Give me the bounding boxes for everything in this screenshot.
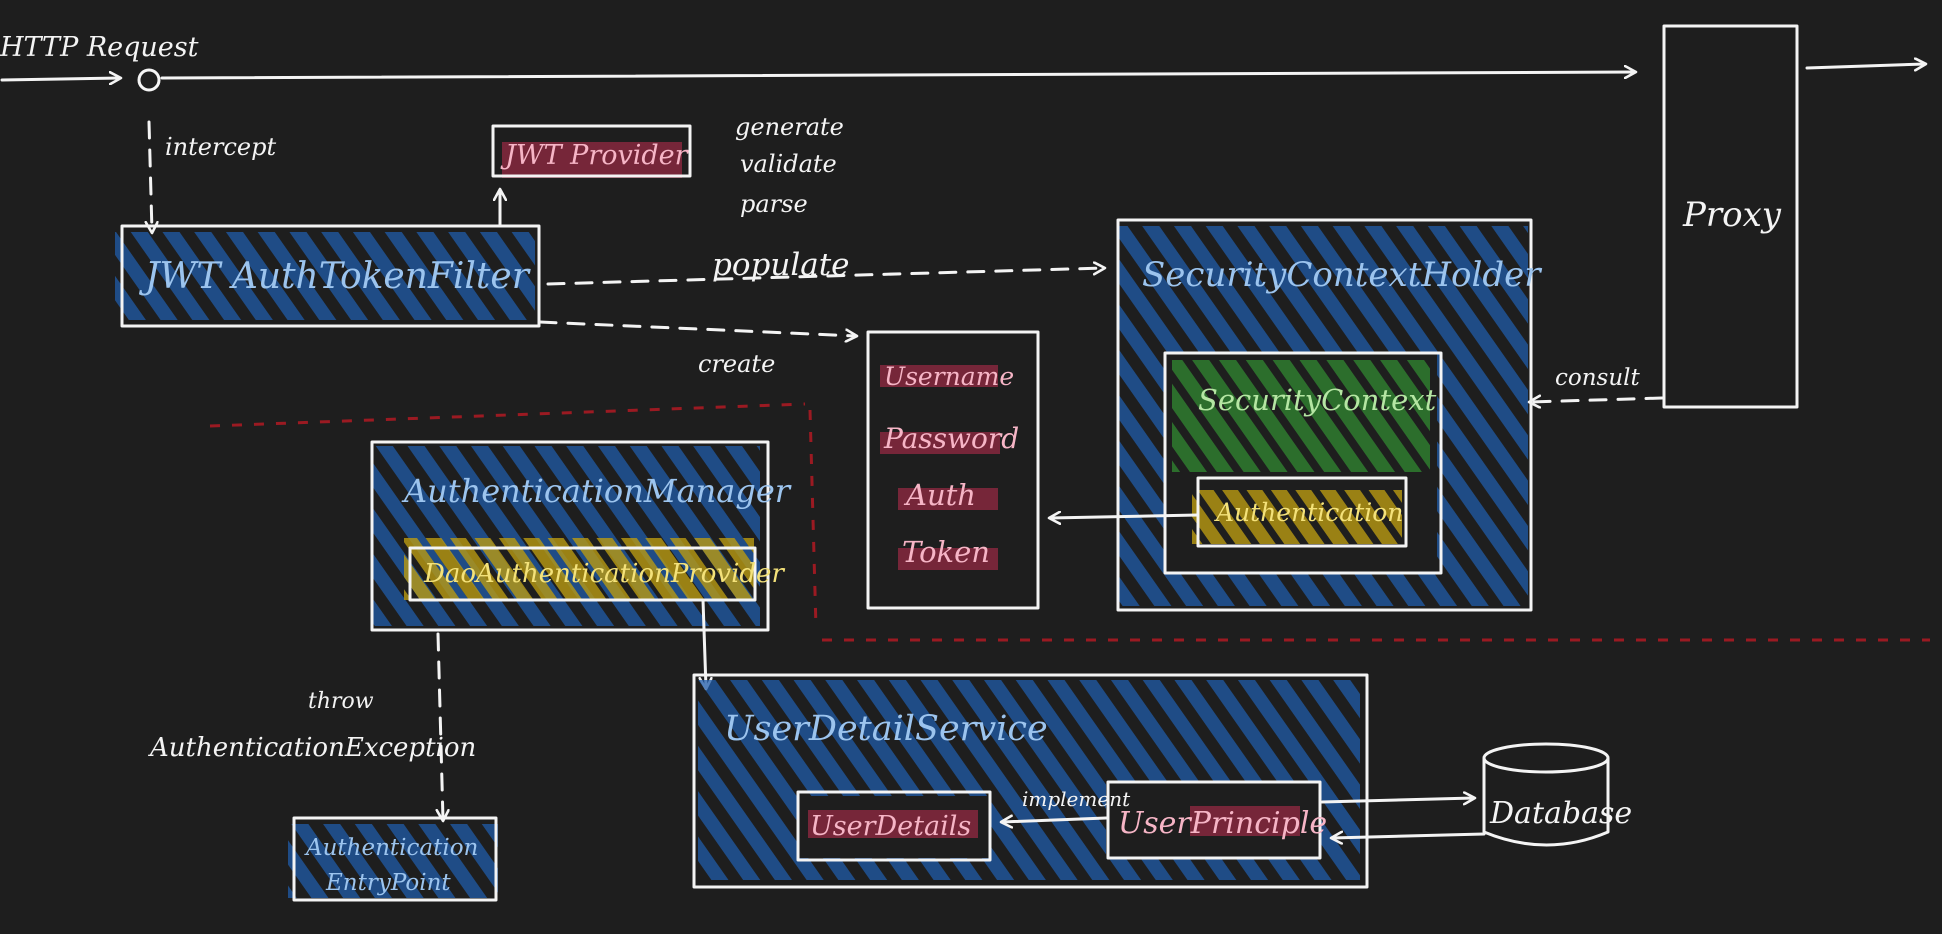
authentication-manager-node: AuthenticationManager DaoAuthenticationP… [370,440,792,632]
field-token: Token [902,535,990,569]
authentication-node: Authentication [1192,476,1408,548]
security-context-node: SecurityContext Authentication [1163,351,1443,575]
field-auth: Auth [903,478,976,512]
populate-label: populate [712,247,850,283]
user-principle-node: UserPrinciple [1106,780,1327,860]
dao-provider-label: DaoAuthenticationProvider [423,559,785,589]
provider-to-service-arrow [703,598,706,688]
security-context-label: SecurityContext [1198,383,1437,417]
create-label: create [698,350,775,378]
intercept-arrow [149,120,152,232]
proxy-node: Proxy [1662,24,1799,409]
jwt-provider-node: JWT Provider [491,124,692,178]
implement-arrow [1002,818,1108,822]
user-detail-service-node: UserDetailService UserDetails UserPrinci… [692,673,1369,889]
method-parse: parse [740,190,808,218]
consult-label: consult [1555,365,1641,391]
user-details-highlight [808,810,978,838]
user-details-node: UserDetails [796,790,992,862]
password-highlight [880,432,1000,454]
boundary-line-upper [209,402,806,428]
field-username: Username [884,362,1014,391]
authentication-label: Authentication [1214,498,1403,527]
user-principle-highlight [1190,806,1300,836]
interceptor-node [137,68,161,92]
method-validate: validate [740,150,837,178]
authentication-to-token-arrow [1050,515,1200,518]
entry-point-line-1: Authentication [304,835,478,861]
token-highlight [898,548,998,570]
jwt-auth-token-filter-node: JWT AuthTokenFilter [115,224,541,328]
method-generate: generate [735,113,844,141]
boundary-line-vertical [808,409,818,629]
jwt-filter-label: JWT AuthTokenFilter [138,256,531,297]
dao-provider-node: DaoAuthenticationProvider [404,538,785,602]
database-to-principle-arrow [1332,834,1486,838]
create-arrow [538,320,856,336]
user-details-label: UserDetails [810,811,971,842]
http-request-label: HTTP Request [0,32,199,63]
field-password: Password [883,422,1019,455]
jwt-provider-highlight [502,142,682,178]
jwt-provider-label: JWT Provider [500,140,690,171]
username-highlight [880,365,998,387]
intercept-label: intercept [165,133,276,161]
throw-exception-arrow [438,632,443,820]
consult-arrow [1530,398,1664,402]
database-label: Database [1489,796,1632,831]
http-request-flow: HTTP Request [0,32,1925,92]
authentication-entry-point-node: Authentication EntryPoint [288,816,498,902]
populate-arrow [546,268,1104,286]
authentication-manager-label: AuthenticationManager [401,472,792,510]
security-context-holder-node: SecurityContextHolder SecurityContext Au… [1116,218,1542,612]
entry-point-line-2: EntryPoint [325,870,451,896]
database-node: Database [1482,742,1632,847]
user-detail-service-label: UserDetailService [724,709,1048,749]
proxy-label: Proxy [1682,195,1782,235]
throw-label: throw [308,689,374,714]
implement-label: implement [1022,787,1131,811]
security-context-holder-label: SecurityContextHolder [1142,255,1542,295]
jwt-provider-methods: generate validate parse [735,113,844,218]
principle-to-database-arrow [1320,798,1474,802]
user-principle-label: UserPrinciple [1118,806,1327,841]
auth-highlight [898,488,998,510]
auth-token-node: Username Password Auth Token [866,330,1040,610]
authentication-exception-label: AuthenticationException [148,733,476,763]
